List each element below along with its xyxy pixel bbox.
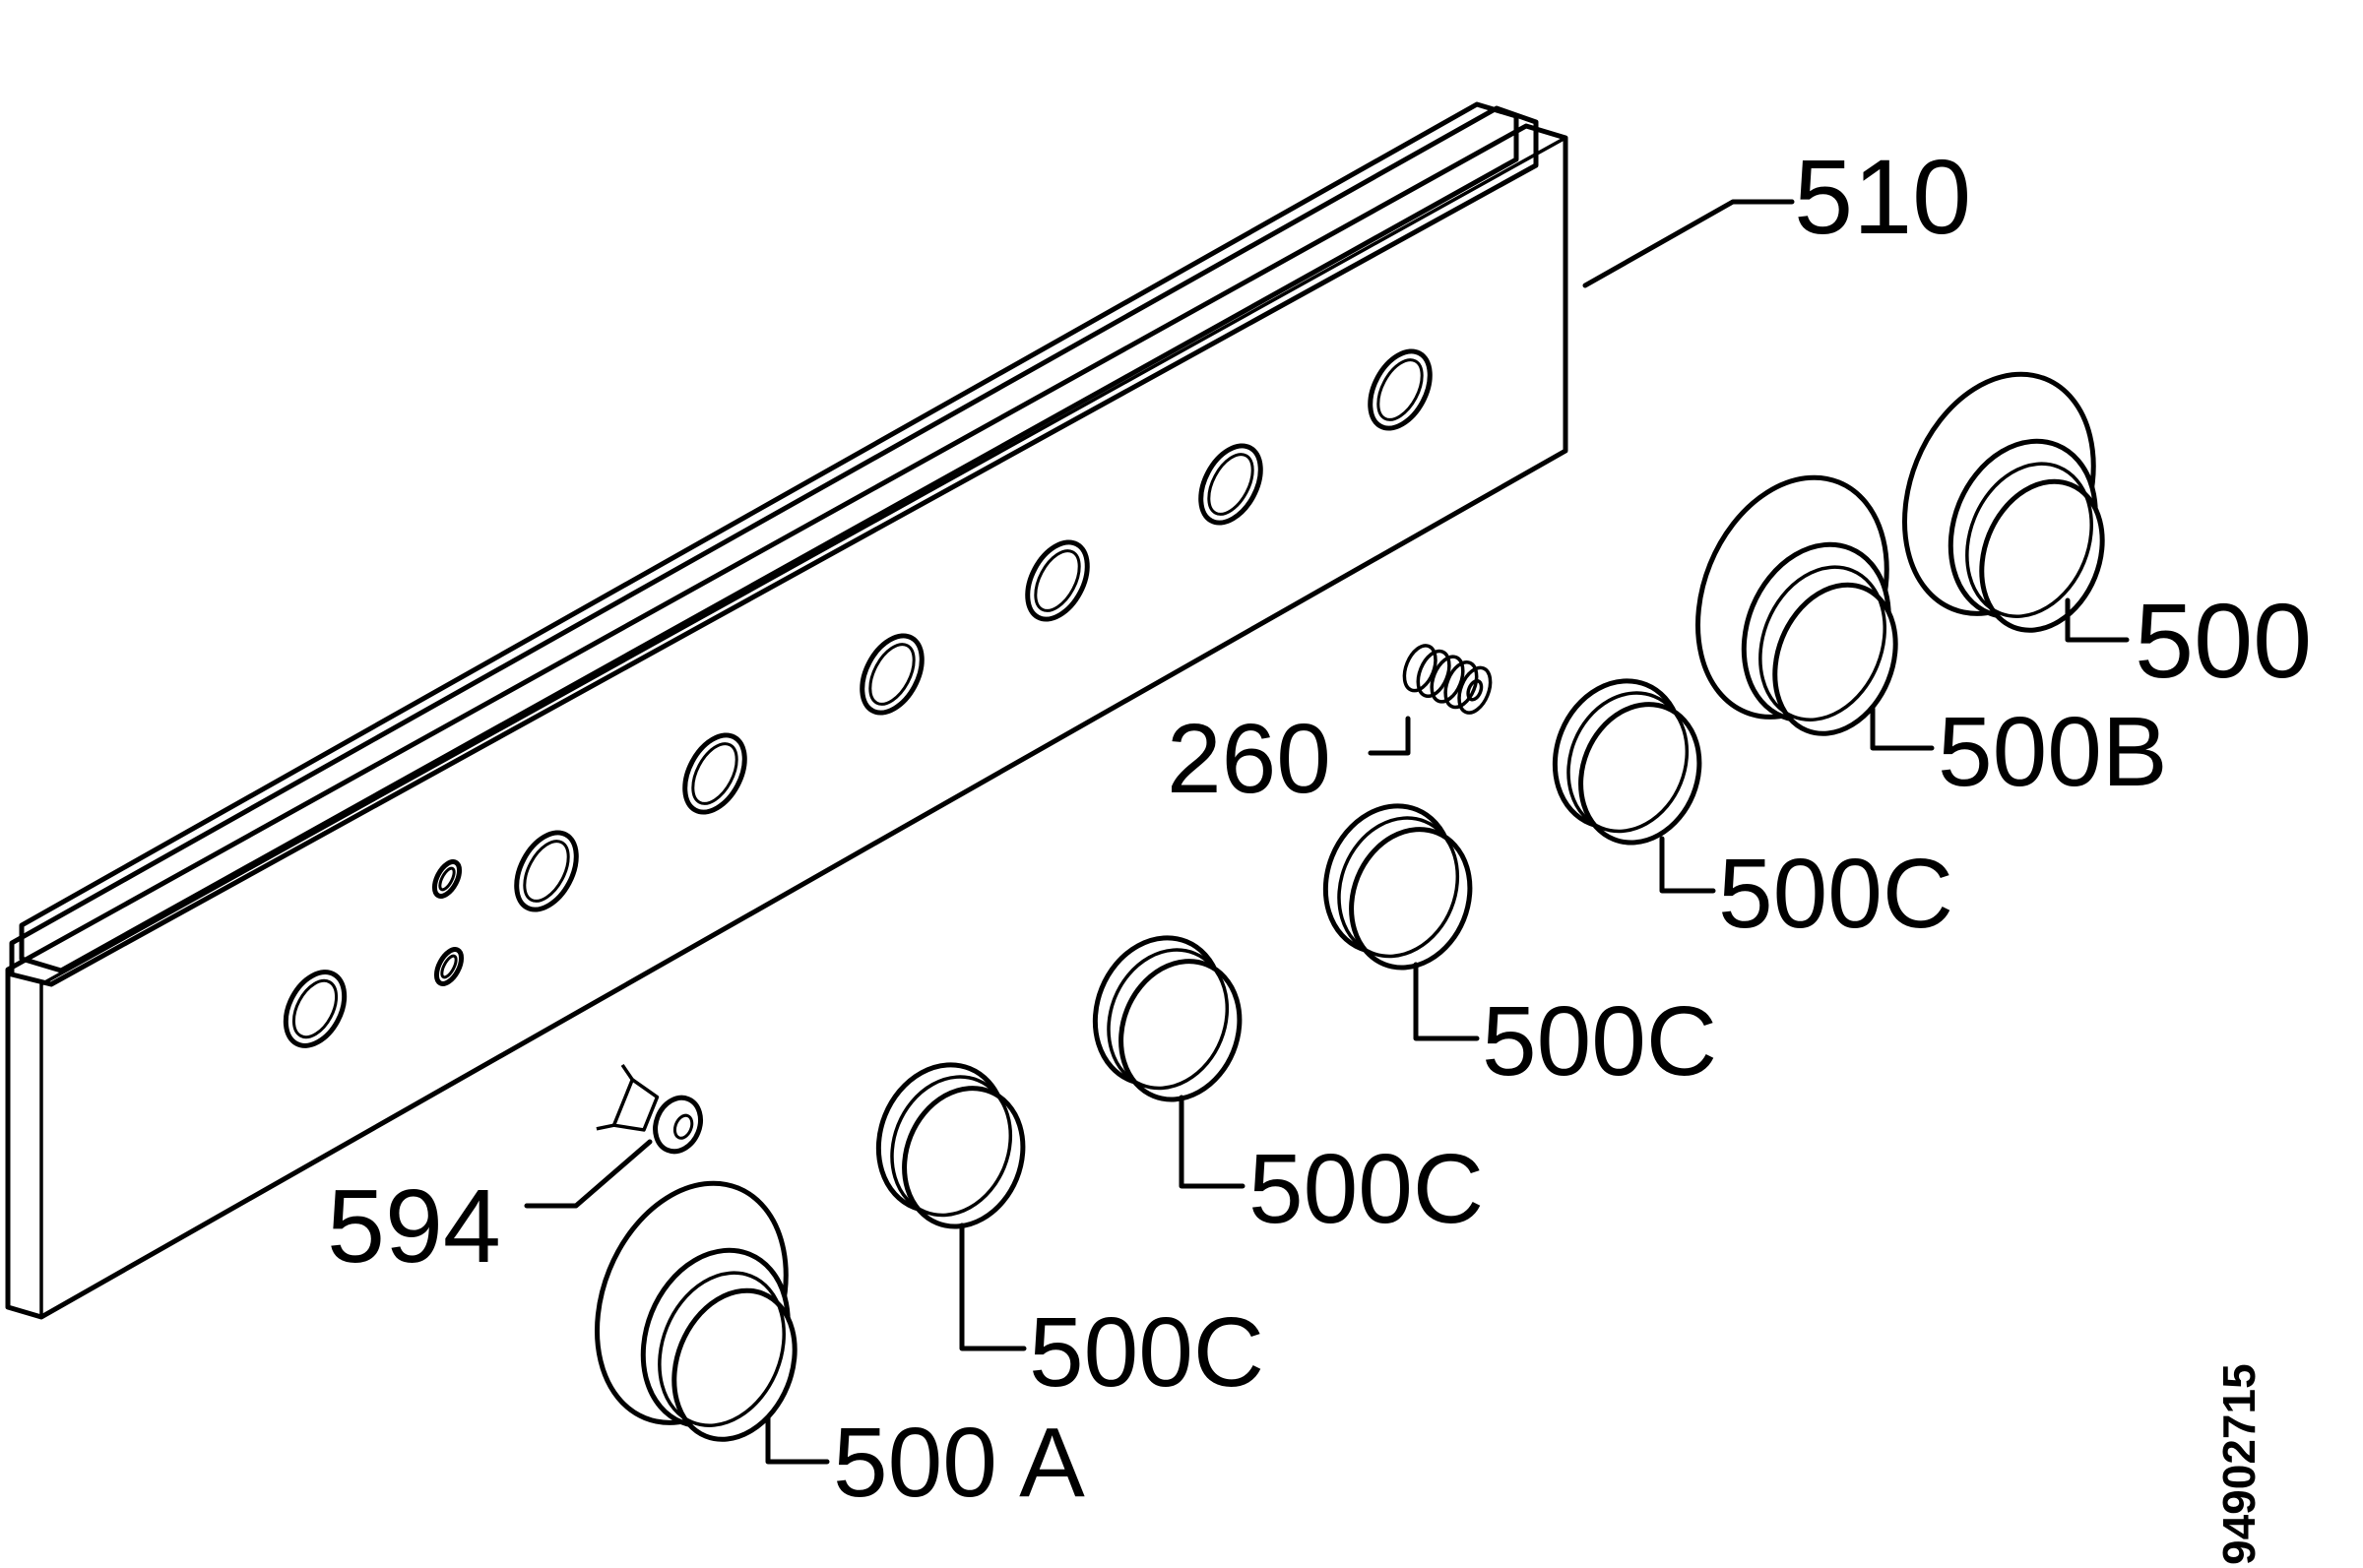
label-500a: 500 A [833,1408,1085,1518]
document-number: 94902715 [2213,1363,2265,1565]
leader-500 [2065,597,2130,643]
clip-594 [596,1063,703,1155]
knob-500 [1902,371,2105,633]
knob-500c-3 [1092,935,1243,1102]
spring-260 [1402,644,1493,715]
label-500c-1: 500C [1718,839,1953,949]
knob-500c-1 [1552,678,1702,846]
label-500: 500 [2135,581,2312,700]
leader-500a [765,1414,830,1465]
label-500c-3: 500C [1248,1134,1484,1244]
knob-500c-4 [875,1062,1026,1229]
panel-holes [283,348,1433,1048]
label-594: 594 [327,1168,501,1285]
leader-500c-4 [959,1223,1027,1351]
leader-500b [1870,706,1935,751]
leader-510 [1582,199,1795,288]
leader-500c-3 [1179,1095,1245,1189]
label-260: 260 [1167,704,1331,814]
label-500c-4: 500C [1029,1297,1264,1408]
label-500c-2: 500C [1482,986,1717,1097]
label-510: 510 [1794,137,1971,256]
knob-500a [595,1180,798,1442]
leader-260 [1368,716,1411,756]
knob-500c-2 [1322,803,1473,971]
leader-594 [524,1139,653,1209]
leader-500c-1 [1659,836,1716,894]
knob-500b [1695,474,1898,736]
leader-500c-2 [1413,962,1480,1041]
control-panel-510 [5,101,1795,1320]
label-500b: 500B [1938,697,2168,807]
